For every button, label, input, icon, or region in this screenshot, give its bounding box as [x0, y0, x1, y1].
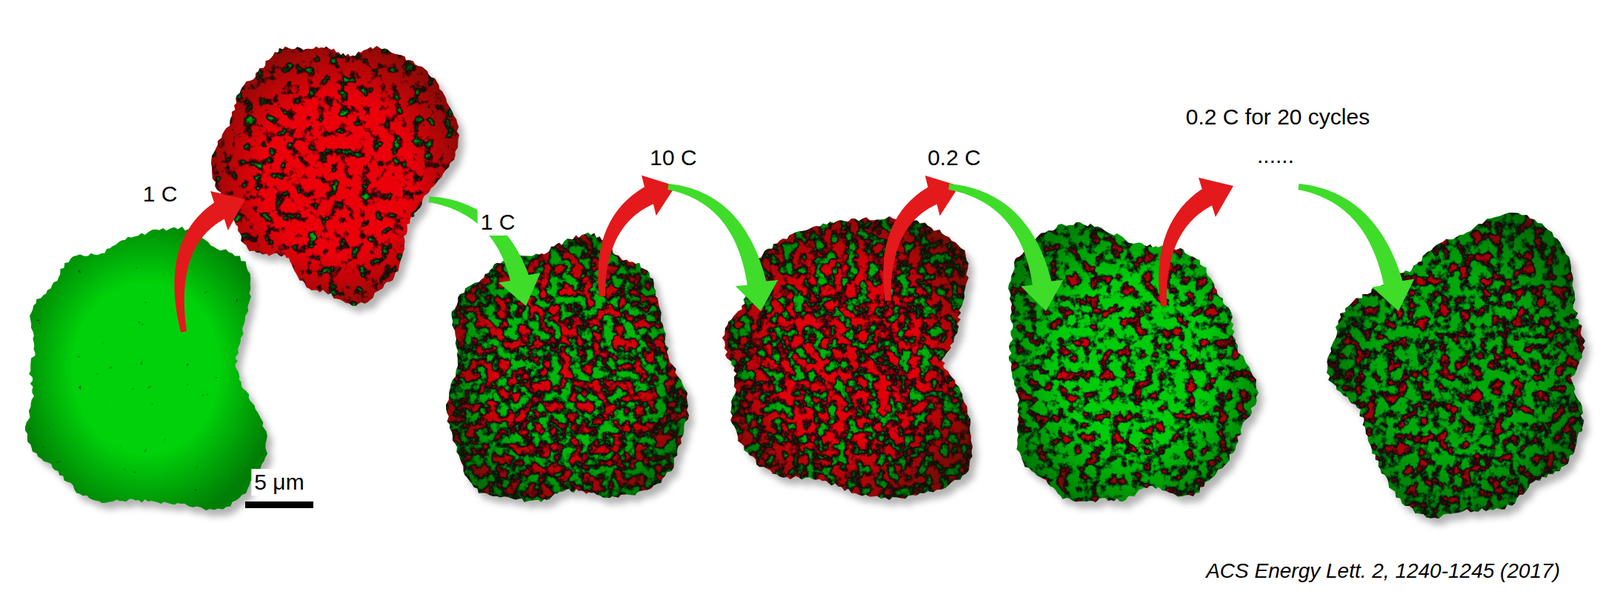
label-slot: 1 C — [140, 180, 181, 208]
c-rate-label: 0.2 C — [924, 144, 984, 172]
particle-image — [25, 226, 273, 518]
charge-arrow — [597, 175, 676, 298]
particle-texture — [25, 226, 268, 511]
label-slot: 10 C — [646, 144, 700, 172]
label-slot: ACS Energy Lett. 2, 1240-1245 (2017) — [1202, 558, 1563, 584]
charge-arrow — [1158, 177, 1234, 307]
particle-edge-shade — [1326, 212, 1586, 519]
particle-texture — [722, 216, 973, 500]
scale-bar — [245, 501, 314, 509]
label-slot: 0.2 C for 20 cycles — [1182, 103, 1373, 131]
discharge-arrow — [948, 183, 1063, 312]
particle-image — [211, 45, 465, 313]
particle-edge-shade — [445, 232, 689, 503]
label-slot: 5 μm — [251, 468, 307, 496]
particle-image — [445, 232, 695, 509]
particle-edge-shade — [211, 45, 460, 306]
ellipsis: ...... — [1254, 142, 1298, 169]
discharge-arrow — [667, 183, 778, 312]
particle-edge-shade — [722, 216, 973, 500]
particle-edge-shade — [25, 226, 268, 511]
particle-texture — [445, 232, 689, 503]
particle-image — [722, 216, 978, 507]
label-slot: 1 C — [477, 208, 519, 236]
particle-texture — [1326, 212, 1586, 519]
citation: ACS Energy Lett. 2, 1240-1245 (2017) — [1202, 558, 1563, 584]
discharge-arrow — [428, 196, 541, 306]
discharge-arrow — [1297, 183, 1415, 312]
scale-bar-label: 5 μm — [251, 468, 307, 496]
charge-arrow — [882, 175, 960, 301]
cycle-arrows — [174, 175, 1415, 333]
particle-images — [25, 45, 1591, 526]
label-slot: 0.2 C — [924, 144, 984, 172]
particle-image — [1326, 212, 1591, 526]
c-rate-label: 1 C — [140, 180, 181, 208]
charge-arrow — [174, 191, 246, 333]
particle-texture — [211, 45, 460, 306]
cycling-note: 0.2 C for 20 cycles — [1182, 103, 1373, 131]
label-slot: ...... — [1254, 142, 1298, 169]
c-rate-label: 10 C — [646, 144, 700, 172]
c-rate-label: 1 C — [477, 208, 519, 236]
